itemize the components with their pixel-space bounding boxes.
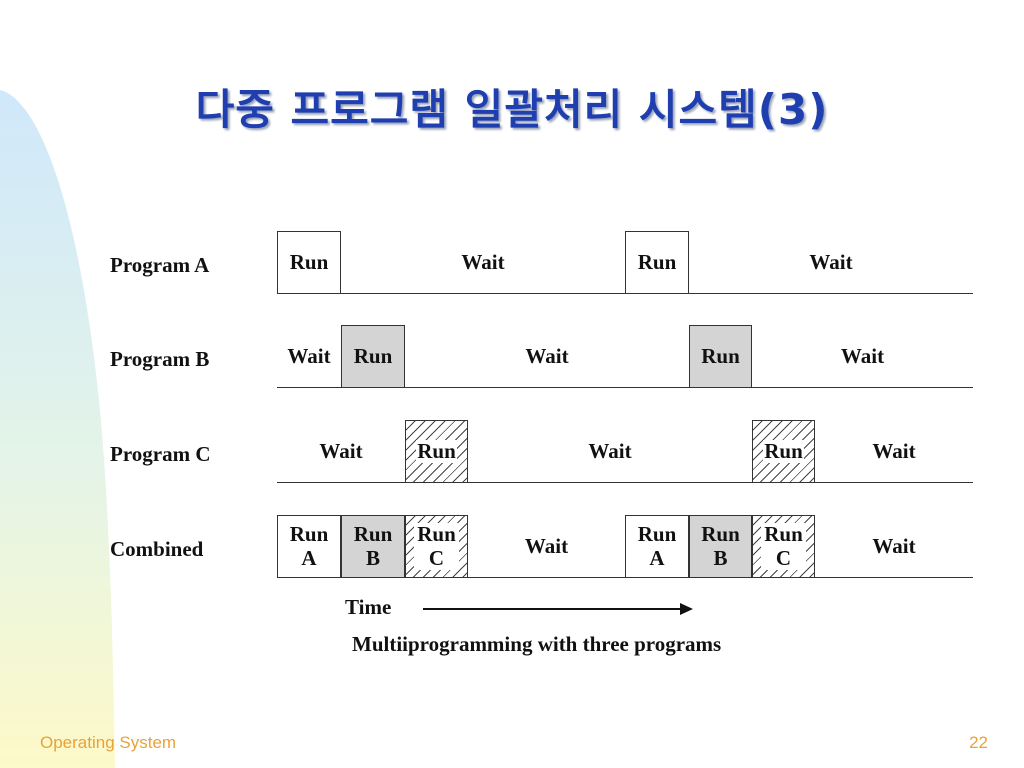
combined-run-c-label: Run C	[414, 523, 459, 570]
slide-title: 다중 프로그램 일괄처리 시스템(3)	[195, 85, 829, 134]
program-c-run-label: Run	[416, 438, 457, 464]
row-label-combined: Combined	[110, 537, 204, 561]
program-b-run-segment: Run	[689, 325, 752, 388]
time-axis-label: Time	[345, 595, 392, 619]
time-arrow-line	[423, 608, 681, 610]
row-label-program-b: Program B	[110, 347, 210, 371]
combined-run-c-segment: Run C	[405, 515, 468, 578]
arrow-right-icon	[680, 603, 693, 615]
page-number: 22	[969, 733, 988, 752]
combined-run-b-segment: Run B	[341, 515, 405, 578]
program-b-wait-segment: Wait	[287, 343, 331, 368]
combined-run-a-segment: Run A	[277, 515, 341, 578]
program-c-run-segment: Run	[405, 420, 468, 483]
program-c-wait-segment: Wait	[588, 438, 632, 463]
program-c-run-segment: Run	[752, 420, 815, 483]
program-a-baseline	[277, 293, 973, 294]
program-c-baseline	[277, 482, 973, 483]
combined-wait-segment: Wait	[872, 533, 916, 558]
program-b-run-segment: Run	[341, 325, 405, 388]
diagram-caption: Multiiprogramming with three programs	[352, 632, 722, 656]
program-b-baseline	[277, 387, 973, 388]
footer-course-name: Operating System	[40, 733, 177, 752]
program-c-wait-segment: Wait	[319, 438, 363, 463]
program-a-run-segment: Run	[625, 231, 689, 294]
combined-wait-segment: Wait	[524, 533, 569, 558]
row-label-program-a: Program A	[110, 253, 210, 277]
combined-run-c-segment: Run C	[752, 515, 815, 578]
program-c-run-label: Run	[763, 438, 804, 464]
decorative-sidebar	[0, 90, 115, 768]
combined-run-b-segment: Run B	[689, 515, 752, 578]
combined-run-a-segment: Run A	[625, 515, 689, 578]
combined-run-c-label: Run C	[761, 523, 806, 570]
program-c-wait-segment: Wait	[872, 438, 916, 463]
program-a-run-segment: Run	[277, 231, 341, 294]
program-b-wait-segment: Wait	[525, 343, 569, 368]
program-a-wait-segment: Wait	[809, 249, 853, 274]
program-b-wait-segment: Wait	[840, 343, 885, 368]
program-a-wait-segment: Wait	[461, 249, 505, 274]
combined-baseline	[277, 577, 973, 578]
row-label-program-c: Program C	[110, 442, 211, 466]
